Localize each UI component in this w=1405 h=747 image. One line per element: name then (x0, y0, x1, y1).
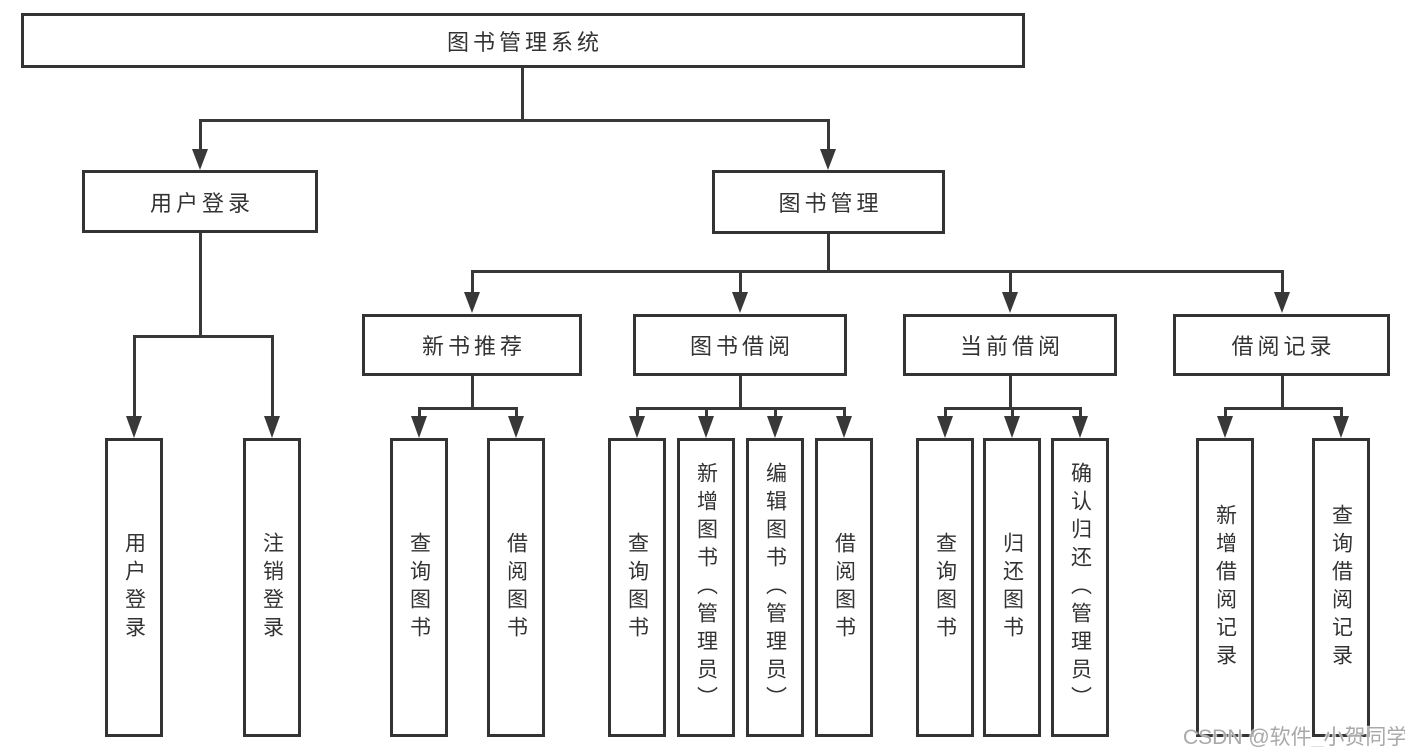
csdn-watermark: CSDN @软件_小贺同学 (1183, 726, 1405, 747)
arrow-down-icon (192, 149, 208, 170)
connector-newbook-stub (471, 376, 474, 409)
arrow-down-icon (126, 416, 142, 438)
arrow-down-icon (264, 416, 280, 438)
node-current-borrow: 当前借阅 (903, 314, 1117, 376)
connector-drop-line (774, 407, 777, 417)
arrow-down-icon (836, 416, 852, 438)
node-new-book-recommend: 新书推荐 (362, 314, 582, 376)
leaf-borrow-book: 借阅图书 (815, 438, 873, 737)
connector-drop-line (418, 407, 421, 417)
leaf-edit-book-admin: 编辑图书（管理员） (746, 438, 804, 737)
connector-drop-line (843, 407, 846, 417)
node-user-login: 用户登录 (82, 170, 318, 233)
connector-records-stub (1281, 376, 1284, 409)
node-borrow-record: 借阅记录 (1173, 314, 1390, 376)
arrow-down-icon (698, 416, 714, 438)
connector-drop-line (1281, 270, 1284, 293)
connector-bookborrow-stub (739, 376, 742, 409)
connector-level3-split (471, 270, 1283, 273)
leaf-borrow-book-recommend: 借阅图书 (487, 438, 545, 737)
arrow-down-icon (1004, 416, 1020, 438)
connector-drop-line (271, 335, 274, 417)
connector-drop-line (944, 407, 947, 417)
leaf-add-book-admin: 新增图书（管理员） (677, 438, 735, 737)
connector-bookborrow-split (636, 407, 845, 410)
leaf-query-borrow-record: 查询借阅记录 (1312, 438, 1370, 737)
leaf-add-borrow-record: 新增借阅记录 (1196, 438, 1254, 737)
arrow-down-icon (464, 292, 480, 313)
connector-userlogin-stub (199, 233, 202, 337)
connector-userlogin-split (133, 335, 274, 338)
connector-records-split (1224, 407, 1342, 410)
connector-drop-line (1340, 407, 1343, 417)
connector-drop-line (199, 119, 202, 150)
connector-drop-line (739, 270, 742, 293)
arrow-down-icon (820, 149, 836, 170)
node-book-management: 图书管理 (712, 170, 945, 234)
leaf-query-book-recommend: 查询图书 (390, 438, 448, 737)
connector-newbook-split (418, 407, 518, 410)
arrow-down-icon (1274, 292, 1290, 313)
arrow-down-icon (1002, 292, 1018, 313)
leaf-return-book: 归还图书 (983, 438, 1041, 737)
leaf-logout: 注销登录 (243, 438, 301, 737)
connector-drop-line (1224, 407, 1227, 417)
arrow-down-icon (732, 292, 748, 313)
connector-drop-line (827, 119, 830, 150)
leaf-confirm-return-admin: 确认归还（管理员） (1051, 438, 1109, 737)
connector-drop-line (515, 407, 518, 417)
node-library-management-system: 图书管理系统 (21, 13, 1025, 68)
arrow-down-icon (411, 416, 427, 438)
connector-currborrow-stub (1009, 376, 1012, 409)
arrow-down-icon (629, 416, 645, 438)
connector-drop-line (1011, 407, 1014, 417)
arrow-down-icon (937, 416, 953, 438)
connector-drop-line (636, 407, 639, 417)
arrow-down-icon (1217, 416, 1233, 438)
leaf-query-book-borrow: 查询图书 (608, 438, 666, 737)
leaf-user-login: 用户登录 (105, 438, 163, 737)
arrow-down-icon (767, 416, 783, 438)
connector-drop-line (705, 407, 708, 417)
leaf-query-book-current: 查询图书 (916, 438, 974, 737)
connector-level1-split (199, 119, 830, 122)
connector-drop-line (1079, 407, 1082, 417)
arrow-down-icon (1333, 416, 1349, 438)
node-book-borrow: 图书借阅 (633, 314, 847, 376)
connector-bookmgmt-stub (827, 234, 830, 272)
connector-drop-line (133, 335, 136, 417)
connector-drop-line (471, 270, 474, 293)
connector-root-stub (521, 68, 524, 121)
connector-drop-line (1009, 270, 1012, 293)
arrow-down-icon (508, 416, 524, 438)
arrow-down-icon (1072, 416, 1088, 438)
